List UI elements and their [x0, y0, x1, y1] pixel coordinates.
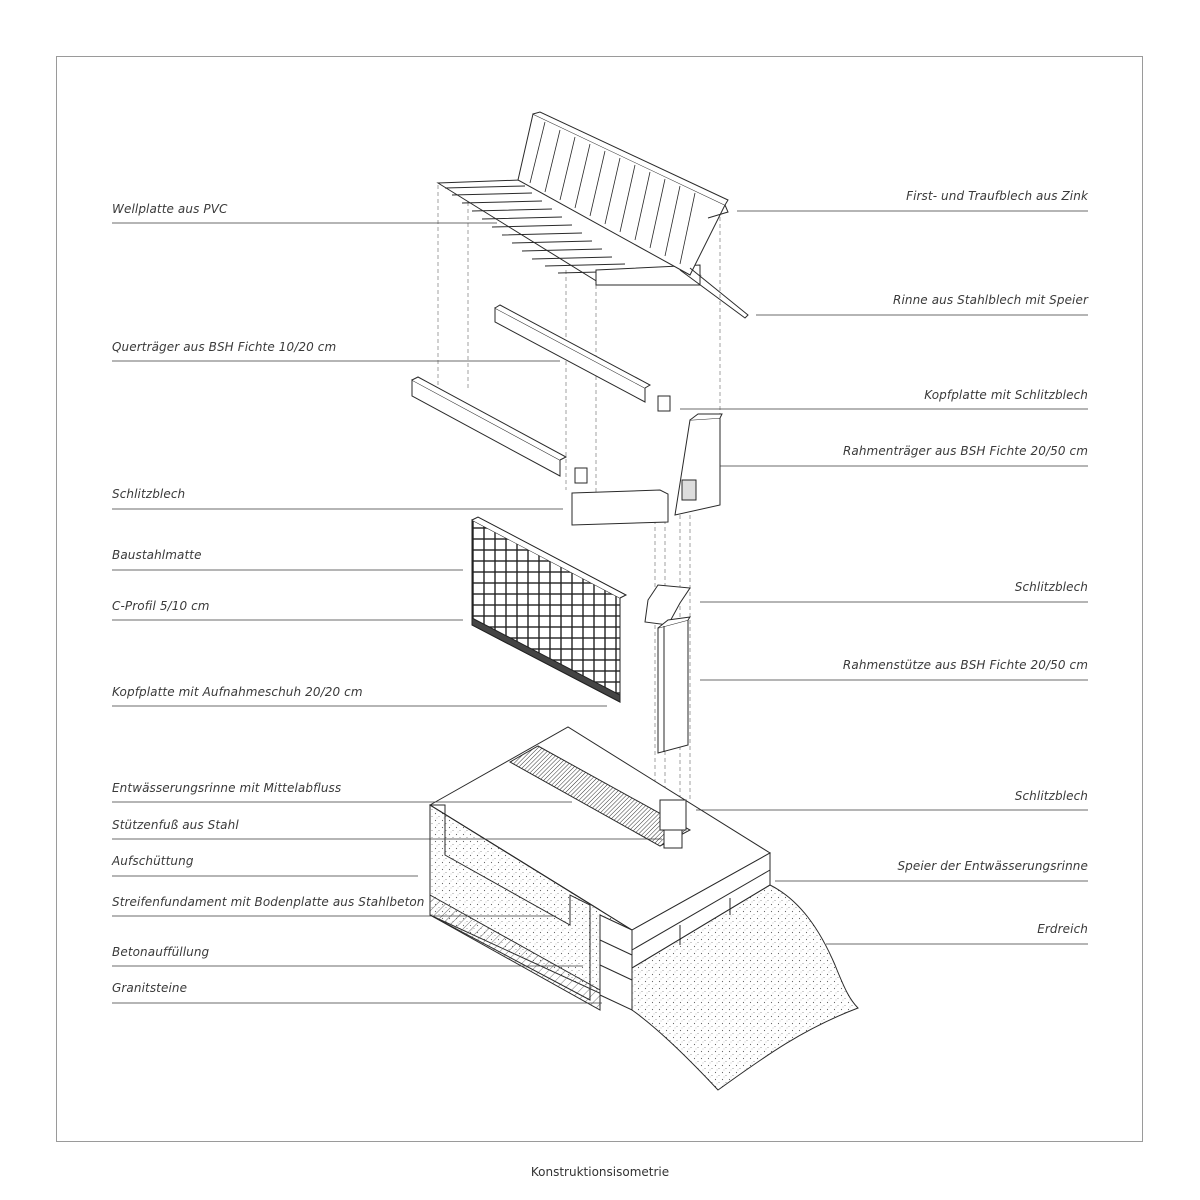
drawing-frame — [56, 56, 1143, 1142]
label-aufschuettung: Aufschüttung — [112, 854, 194, 868]
slotted-plate-upper — [644, 584, 691, 626]
figure-caption: Konstruktionsisometrie — [530, 1165, 670, 1179]
leader-lines — [112, 210, 1088, 1004]
earth-mound — [631, 884, 859, 1091]
label-speier: Speier der Entwässerungsrinne — [897, 859, 1088, 873]
foundation-block — [429, 726, 771, 1011]
label-granitsteine: Granitsteine — [112, 981, 188, 995]
label-c-profil: C-Profil 5/10 cm — [112, 599, 210, 613]
label-first-traufblech: First- und Traufblech aus Zink — [906, 189, 1088, 203]
frame-beam — [571, 413, 723, 526]
cross-beams — [411, 304, 671, 484]
label-betonauffuellung: Betonauffüllung — [112, 945, 210, 959]
label-schlitzblech-right-2: Schlitzblech — [1014, 789, 1088, 803]
gutter — [679, 267, 749, 319]
label-schlitzblech-right-1: Schlitzblech — [1014, 580, 1088, 594]
ridge-flashing — [517, 111, 729, 276]
label-erdreich: Erdreich — [1037, 922, 1088, 936]
label-rinne: Rinne aus Stahlblech mit Speier — [893, 293, 1088, 307]
label-quertraeger: Querträger aus BSH Fichte 10/20 cm — [112, 340, 337, 354]
label-schlitzblech-left: Schlitzblech — [112, 487, 186, 501]
reinforcement-mesh — [471, 516, 628, 703]
column-foot — [659, 799, 687, 849]
label-stuetzenfuss: Stützenfuß aus Stahl — [112, 818, 239, 832]
label-entwaesserungsrinne: Entwässerungsrinne mit Mittelabfluss — [112, 781, 342, 795]
label-baustahlmatte: Baustahlmatte — [112, 548, 202, 562]
label-wellplatte: Wellplatte aus PVC — [112, 202, 228, 216]
label-rahmenstuetze: Rahmenstütze aus BSH Fichte 20/50 cm — [842, 658, 1088, 672]
label-rahmentraeger: Rahmenträger aus BSH Fichte 20/50 cm — [842, 444, 1088, 458]
label-streifenfundament: Streifenfundament mit Bodenplatte aus St… — [112, 895, 425, 909]
frame-column — [657, 616, 692, 754]
corrugated-pvc-sheet — [436, 179, 702, 286]
label-kopfplatte-schlitzblech: Kopfplatte mit Schlitzblech — [924, 388, 1088, 402]
label-kopfplatte-aufnahmeschuh: Kopfplatte mit Aufnahmeschuh 20/20 cm — [112, 685, 363, 699]
